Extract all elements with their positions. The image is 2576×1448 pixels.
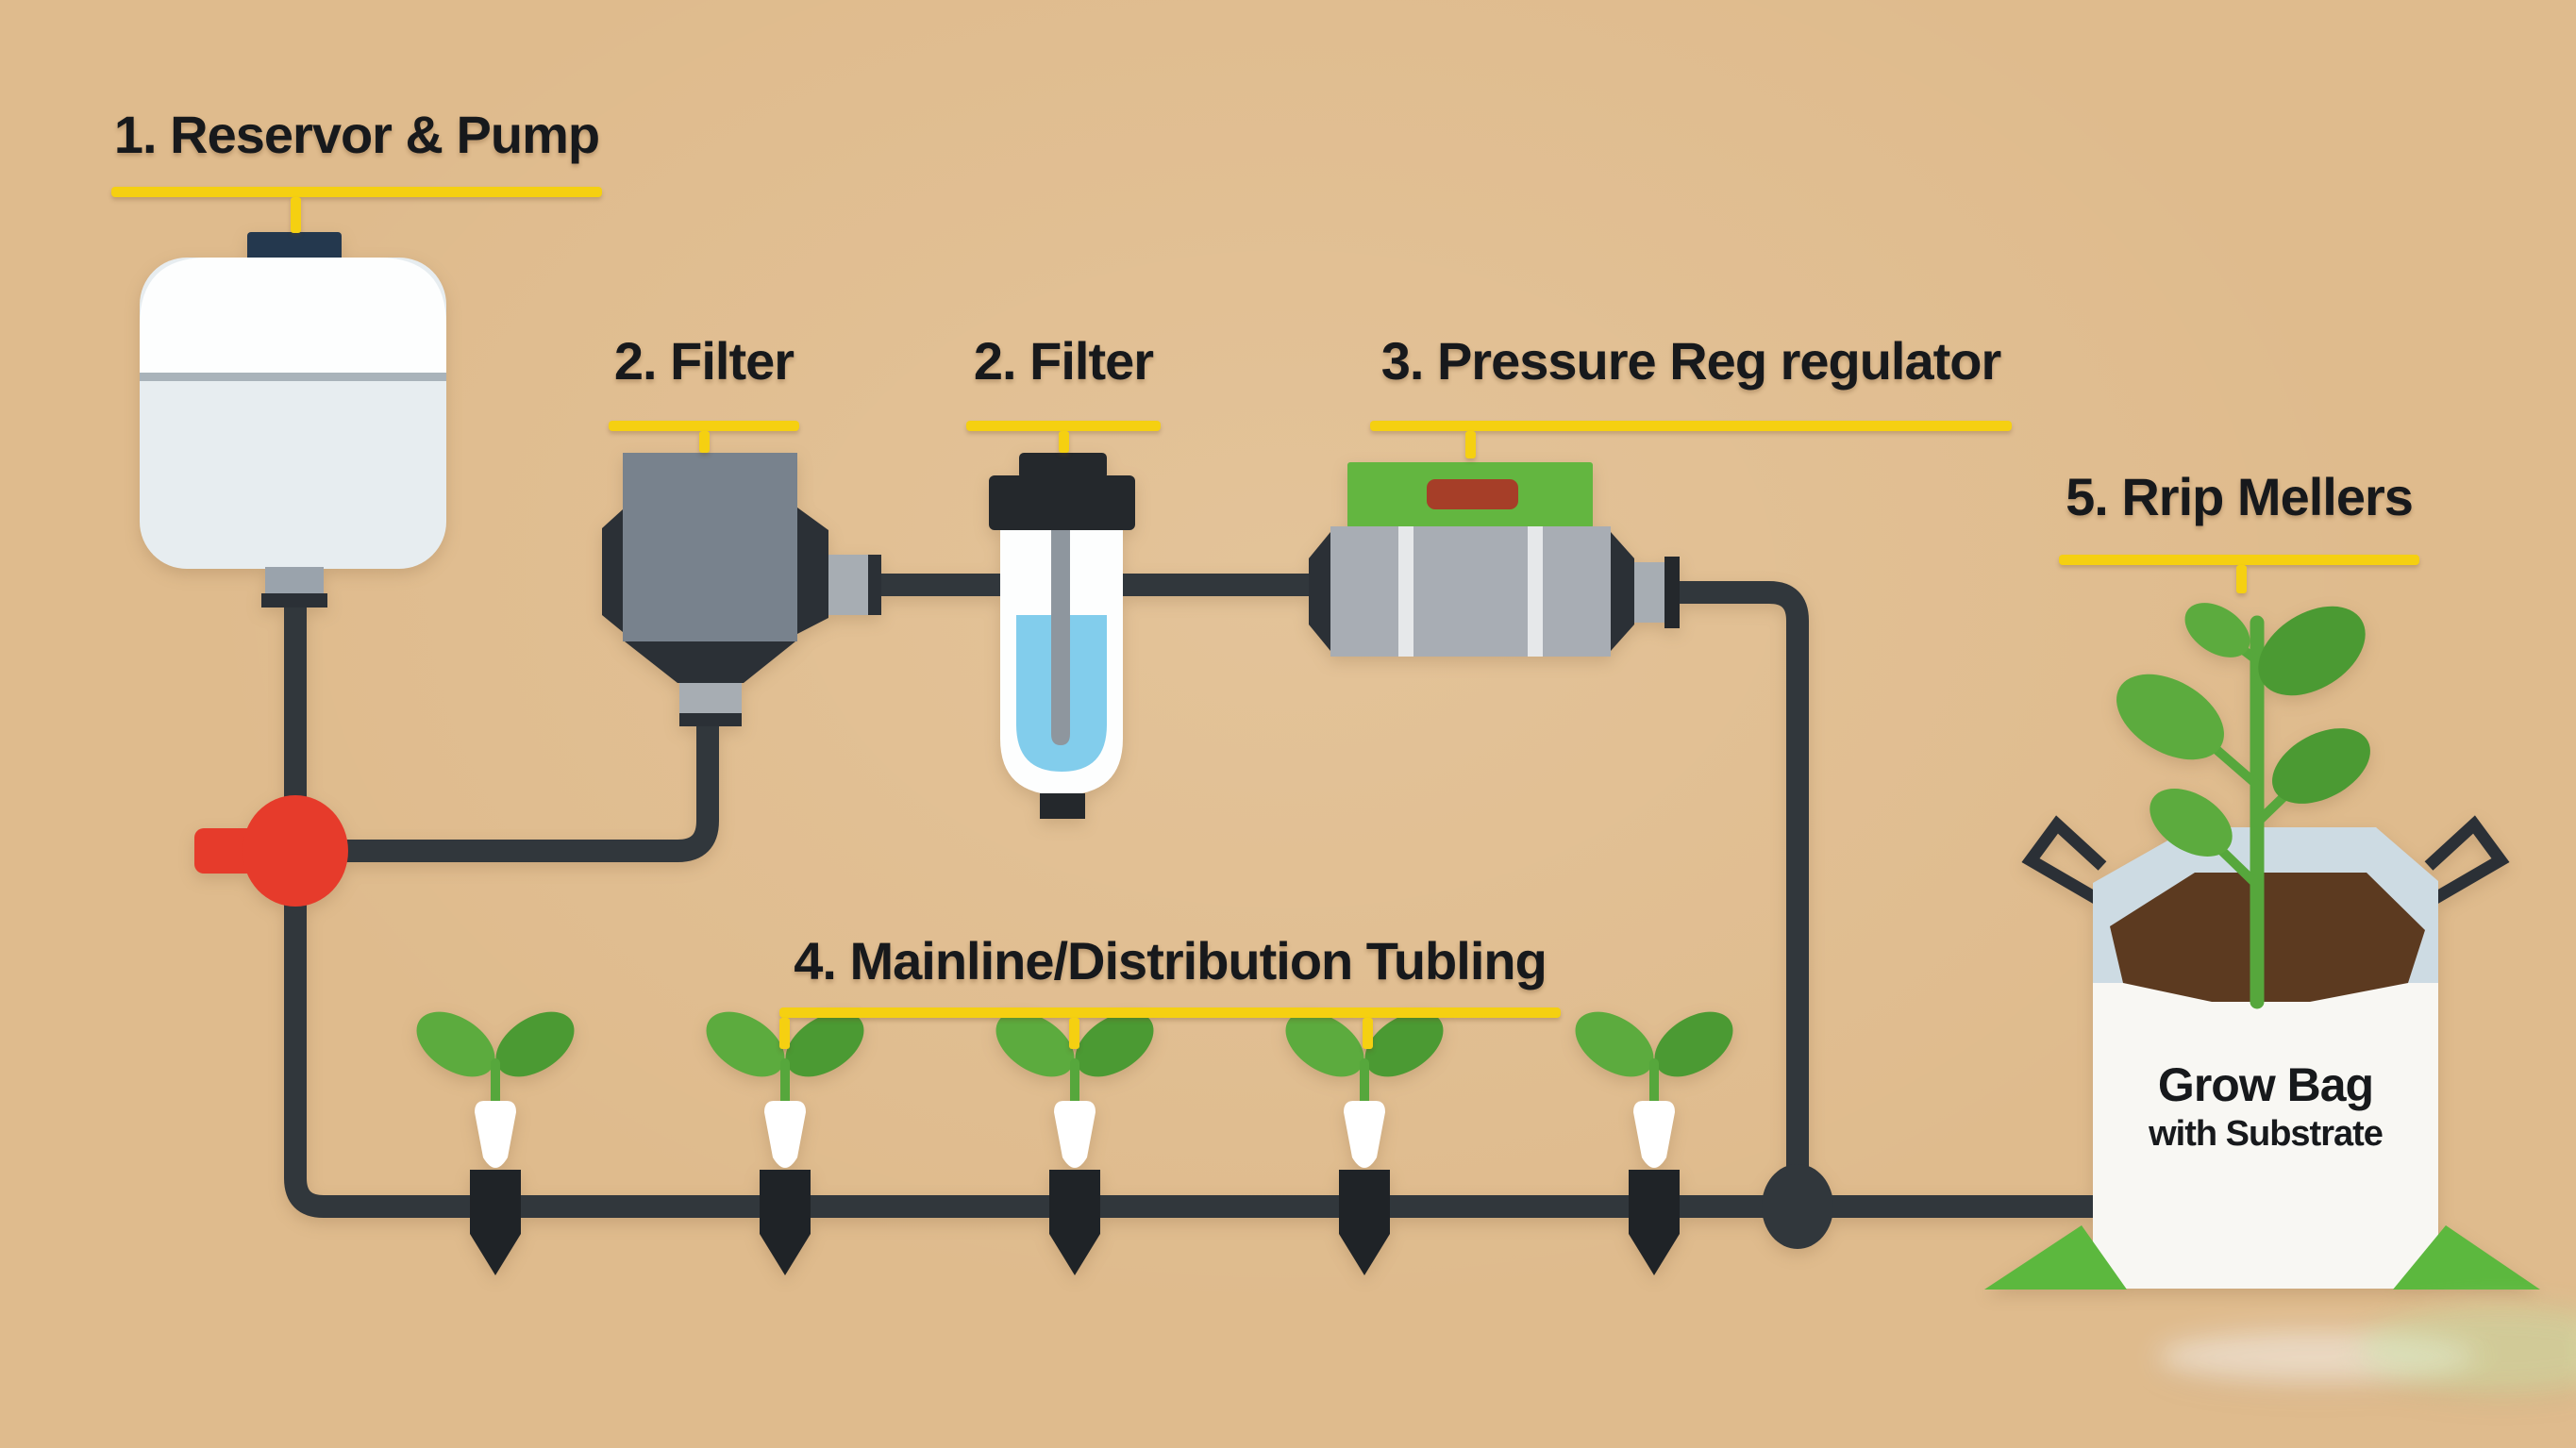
grow-bag-subtitle: with Substrate <box>2149 1113 2384 1154</box>
label-pressure-regulator-text: 3. Pressure Reg regulator <box>1380 331 2002 391</box>
label-mainline-tubing-text: 4. Mainline/Distribution Tubling <box>794 931 1547 990</box>
pressure-regulator <box>1309 462 1680 657</box>
label-underline <box>779 1007 1561 1018</box>
grass-left <box>1984 1225 2127 1290</box>
drip-emitter <box>1564 998 1745 1275</box>
label-tick <box>2236 565 2247 593</box>
label-filter-1-text: 2. Filter <box>613 331 795 391</box>
grass-right <box>2393 1225 2540 1290</box>
label-filter-1: 2. Filter <box>609 331 799 453</box>
label-filter-2-text: 2. Filter <box>973 331 1154 391</box>
grow-bag <box>1984 603 2540 1290</box>
pipe-valve-to-filter1 <box>300 715 719 862</box>
label-underline <box>111 187 602 197</box>
label-tick <box>291 197 301 233</box>
label-reservoir-pump: 1. Reservor & Pump <box>111 105 602 233</box>
pipe-network <box>284 574 2097 1218</box>
drip-emitter <box>405 998 586 1275</box>
label-tick <box>779 1018 790 1049</box>
valve-body <box>243 795 348 907</box>
label-tick <box>1069 1018 1079 1049</box>
pipe-reservoir-to-mainline <box>284 598 2097 1218</box>
ground-haze-green <box>2359 1306 2576 1392</box>
label-pressure-regulator: 3. Pressure Reg regulator <box>1370 331 2012 458</box>
pipe-junction-dot <box>1762 1164 1833 1249</box>
label-drip-emitters-text: 5. Rrip Mellers <box>2066 467 2414 526</box>
reservoir-tank <box>140 232 446 607</box>
regulator-window <box>1427 479 1518 509</box>
label-underline <box>609 421 799 431</box>
canister-filter <box>602 453 881 726</box>
label-tick <box>1363 1018 1373 1049</box>
label-underline <box>1370 421 2012 431</box>
label-filter-2: 2. Filter <box>966 331 1161 453</box>
reservoir-cap <box>247 232 342 262</box>
label-tick <box>699 431 710 453</box>
pipe-regulator-down <box>1678 581 1809 1198</box>
bag-front <box>2093 983 2438 1289</box>
label-underline <box>966 421 1161 431</box>
bag-soil <box>2110 873 2425 1002</box>
grow-bag-caption: Grow Bag with Substrate <box>2093 1058 2438 1156</box>
bowl-filter <box>989 453 1135 819</box>
label-tick <box>1465 431 1476 458</box>
bag-handle-right <box>2424 815 2510 907</box>
reservoir-neck <box>265 567 324 595</box>
filter-cap <box>989 475 1135 530</box>
label-reservoir-pump-text: 1. Reservor & Pump <box>113 105 600 164</box>
label-tick <box>1059 431 1069 453</box>
shutoff-valve <box>194 795 348 907</box>
label-underline <box>2059 555 2419 565</box>
label-drip-emitters: 5. Rrip Mellers <box>2059 467 2419 593</box>
grow-bag-title: Grow Bag <box>2157 1058 2374 1111</box>
bag-handle-left <box>2021 815 2107 907</box>
filter-body <box>623 453 797 641</box>
plant <box>2116 603 2370 1009</box>
label-mainline-tubing: 4. Mainline/Distribution Tubling <box>779 931 1561 1049</box>
regulator-body <box>1330 526 1611 657</box>
